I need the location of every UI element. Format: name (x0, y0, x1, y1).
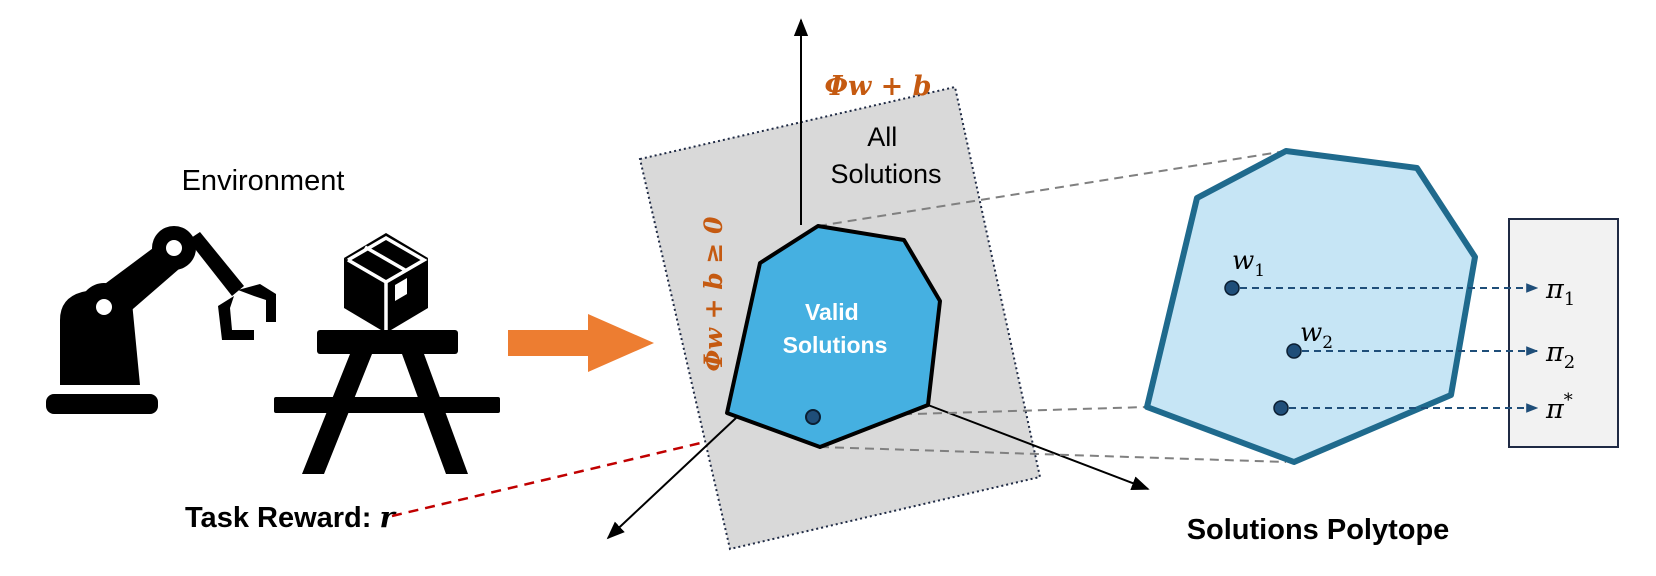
task-reward-text: Task Reward: (185, 502, 379, 534)
label-pi-star-base: π (1545, 394, 1565, 425)
formula-top: Φw + b (824, 71, 931, 102)
polytope-title: Solutions Polytope (1187, 514, 1450, 546)
point-w1 (1224, 280, 1240, 296)
valid-solutions-label: Valid Solutions (783, 299, 888, 358)
all-line-2: Solutions (830, 159, 941, 189)
label-pi1-sub: 1 (1564, 289, 1575, 310)
label-w1-base: w (1232, 246, 1254, 276)
selected-solution-dot (805, 409, 821, 425)
label-pi-star-sup: * (1564, 390, 1573, 411)
formula-side: Φw + b ≥ 0 (699, 216, 728, 371)
label-pi2-base: π (1545, 337, 1565, 368)
valid-line-1: Valid (805, 299, 859, 325)
point-w2 (1286, 343, 1302, 359)
reward-dashed-arrow (391, 415, 804, 518)
task-reward-symbol: r (379, 500, 397, 534)
axis-left (606, 417, 737, 540)
all-solutions-label: All Solutions (830, 122, 941, 189)
label-w2-sub: 2 (1322, 333, 1333, 353)
task-reward-label: Task Reward: r (185, 500, 397, 534)
solutions-polytope (1144, 148, 1478, 465)
label-pi1: π1 (1545, 274, 1575, 310)
label-pi2: π2 (1545, 337, 1575, 373)
projection-lines (812, 150, 1287, 463)
label-w1-sub: 1 (1254, 261, 1265, 281)
valid-solutions-polygon (725, 224, 942, 449)
all-line-1: All (867, 122, 897, 152)
label-w2-base: w (1300, 318, 1322, 348)
valid-line-2: Solutions (783, 332, 888, 358)
robot-arm-icon (46, 226, 276, 414)
arrow-right-icon (508, 314, 654, 372)
policy-arrows (1240, 283, 1539, 413)
point-optimal (1273, 400, 1289, 416)
picnic-table-icon (274, 330, 500, 474)
axis-right (927, 404, 1150, 490)
label-w1: w1 (1232, 246, 1265, 281)
label-w2: w2 (1300, 318, 1333, 353)
label-pi-star: π* (1545, 390, 1573, 425)
label-pi2-sub: 2 (1564, 352, 1575, 373)
label-pi1-base: π (1545, 274, 1565, 305)
environment-title: Environment (182, 165, 345, 197)
package-box-icon (344, 233, 428, 333)
